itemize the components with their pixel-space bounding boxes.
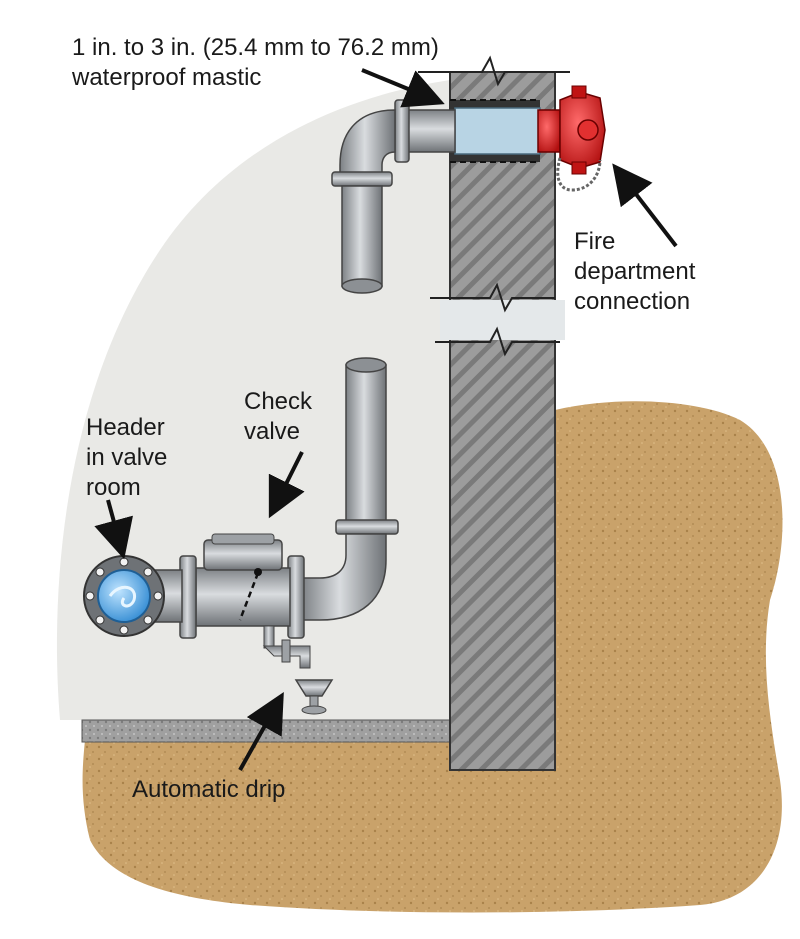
label-mastic-line1: 1 in. to 3 in. (25.4 mm to 76.2 mm) — [72, 34, 439, 61]
break-mark-icon — [430, 282, 555, 313]
break-mark-icon — [435, 326, 560, 357]
foundation-wall — [449, 71, 556, 771]
break-mark-icon — [418, 55, 570, 87]
upper-flange — [394, 99, 410, 163]
lower-coupling — [335, 519, 399, 535]
label-fdc-line1: Fire — [574, 228, 616, 255]
arrow-icon — [94, 499, 133, 560]
label-automatic-drip: Automatic drip — [132, 776, 286, 803]
upper-coupling — [331, 171, 393, 187]
flange-bolts — [85, 557, 163, 635]
fdc-body — [537, 109, 561, 153]
label-check-line2: valve — [244, 418, 301, 445]
label-mastic-line2: waterproof mastic — [72, 64, 262, 91]
chain-icon — [556, 157, 602, 192]
drip-pipe — [262, 645, 311, 669]
pipe-cut-end — [345, 357, 387, 373]
arrow-icon — [238, 692, 284, 771]
arrow-icon — [361, 68, 445, 108]
check-valve-body — [195, 567, 291, 627]
pipe-cut-end — [341, 278, 383, 294]
label-check-line1: Check — [244, 388, 313, 415]
lower-elbow — [301, 533, 387, 621]
label-header-line3: room — [86, 474, 141, 501]
label-header-line1: Header — [86, 414, 165, 441]
drip-pipe — [263, 625, 275, 649]
upper-vertical-pipe — [341, 185, 383, 287]
label-fdc-line2: department — [574, 258, 696, 285]
arrow-icon — [268, 451, 305, 519]
wall-break-gap — [440, 300, 565, 340]
valve-clapper — [238, 572, 260, 621]
label-fdc-line3: connection — [574, 288, 691, 315]
pipe-in-sleeve — [454, 107, 541, 155]
arrow-icon — [612, 163, 678, 248]
lower-vertical-pipe — [345, 364, 387, 526]
drip-funnel — [294, 679, 334, 697]
soil — [82, 401, 783, 913]
label-header-line2: in valve — [86, 444, 168, 471]
